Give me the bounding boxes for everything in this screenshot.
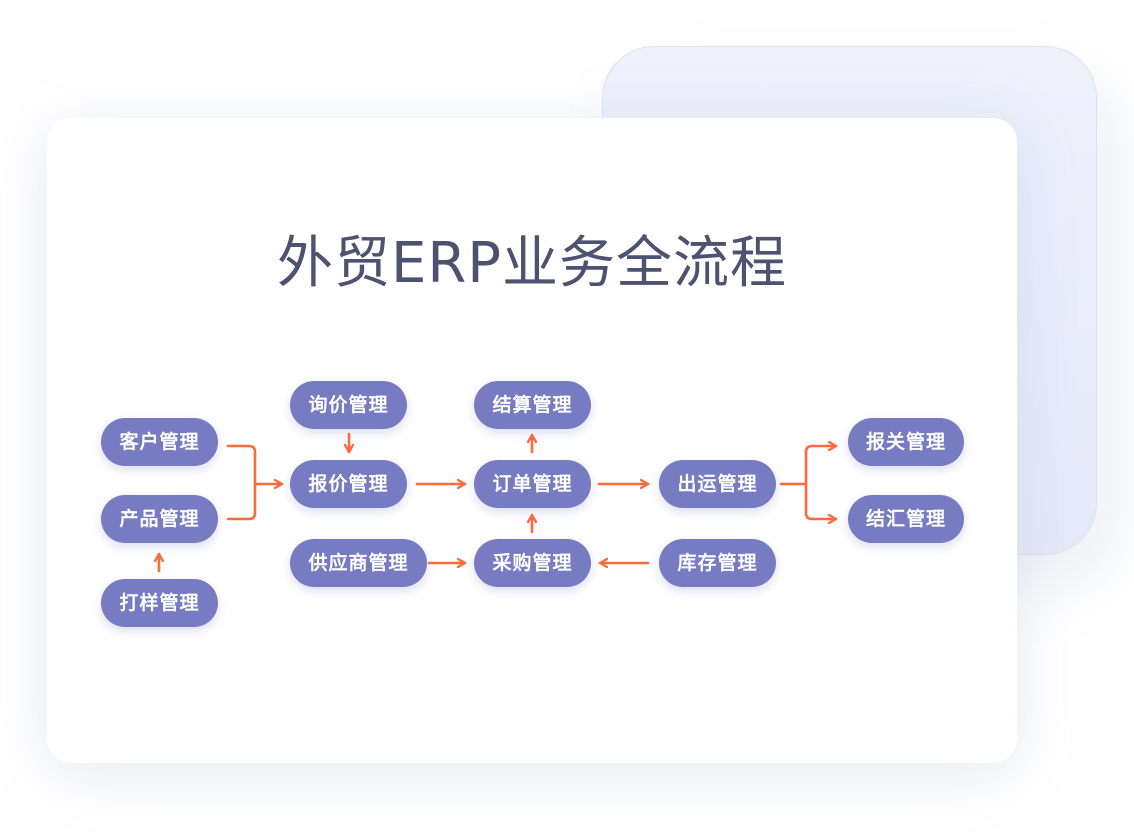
node-sample-management[interactable]: 打样管理 <box>101 579 218 627</box>
node-purchase-management[interactable]: 采购管理 <box>474 539 591 587</box>
diagram-title: 外贸ERP业务全流程 <box>276 231 788 296</box>
node-supplier-management[interactable]: 供应商管理 <box>290 539 427 587</box>
node-customs-management[interactable]: 报关管理 <box>848 418 964 466</box>
node-inventory-management[interactable]: 库存管理 <box>659 539 776 587</box>
node-inquiry-management[interactable]: 询价管理 <box>290 381 407 429</box>
node-customer-management[interactable]: 客户管理 <box>101 418 218 466</box>
node-settlement-management[interactable]: 结算管理 <box>474 381 591 429</box>
node-product-management[interactable]: 产品管理 <box>101 495 218 543</box>
node-order-management[interactable]: 订单管理 <box>474 460 591 508</box>
node-shipping-management[interactable]: 出运管理 <box>659 460 776 508</box>
node-quotation-management[interactable]: 报价管理 <box>290 460 407 508</box>
node-exchange-settlement[interactable]: 结汇管理 <box>848 495 964 543</box>
